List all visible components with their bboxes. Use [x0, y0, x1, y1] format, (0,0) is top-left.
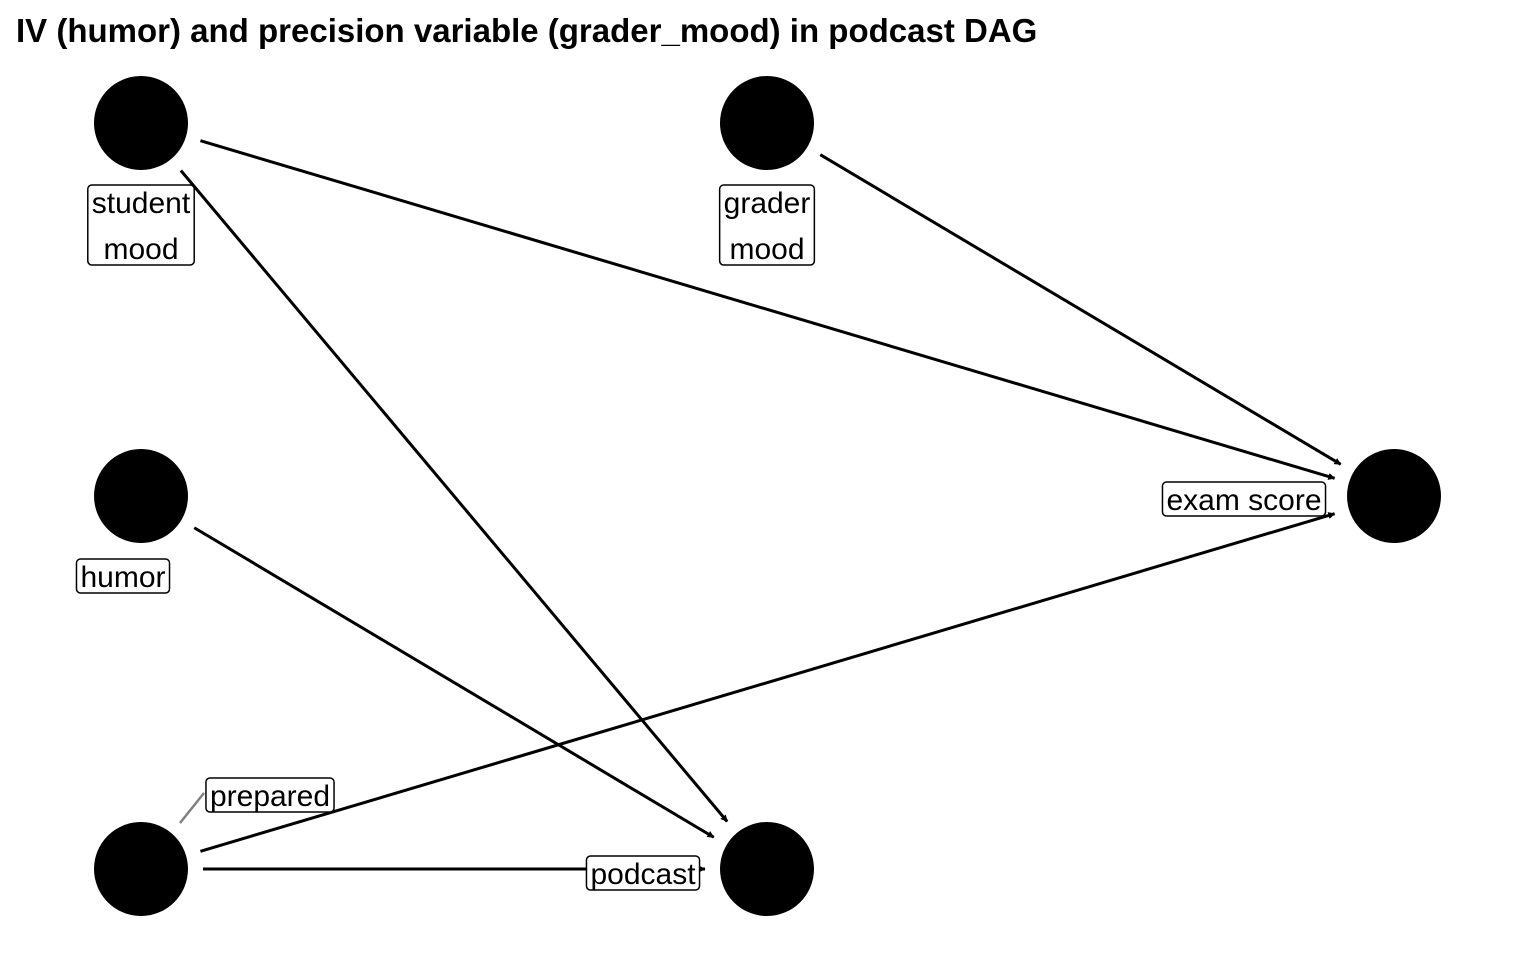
label-text: grader — [724, 187, 811, 220]
edge-prepared-to-exam_score — [199, 512, 1336, 853]
label-box — [718, 184, 816, 266]
label-text: student — [92, 187, 191, 220]
edge-humor-to-podcast — [193, 526, 715, 839]
label-text: mood — [103, 233, 178, 266]
node-prepared — [94, 822, 188, 916]
label-text: exam score — [1166, 484, 1321, 517]
label-text: podcast — [590, 858, 696, 891]
label-box — [75, 558, 171, 594]
label-box — [87, 184, 195, 266]
label-text: humor — [80, 561, 165, 594]
label-text: mood — [729, 233, 804, 266]
node-exam_score — [1347, 449, 1441, 543]
label-student_mood: student mood — [87, 184, 195, 266]
label-humor: humor — [75, 558, 171, 594]
label-grader_mood: grader mood — [718, 184, 816, 266]
edge-grader_mood-to-exam_score — [819, 153, 1342, 466]
label-text: prepared — [210, 780, 330, 813]
node-humor — [94, 449, 188, 543]
edge-student_mood-to-podcast — [179, 169, 729, 823]
edge-student_mood-to-exam_score — [199, 139, 1336, 480]
label-podcast: podcast — [585, 855, 701, 891]
diagram-title: IV (humor) and precision variable (grade… — [16, 12, 1038, 49]
label-box — [205, 777, 335, 813]
label-leader-line — [179, 792, 205, 824]
label-box — [1161, 481, 1327, 517]
label-exam_score: exam score — [1161, 481, 1327, 517]
node-podcast — [720, 822, 814, 916]
label-box — [585, 855, 701, 891]
label-prepared: prepared — [179, 777, 335, 824]
node-student_mood — [94, 76, 188, 170]
node-grader_mood — [720, 76, 814, 170]
